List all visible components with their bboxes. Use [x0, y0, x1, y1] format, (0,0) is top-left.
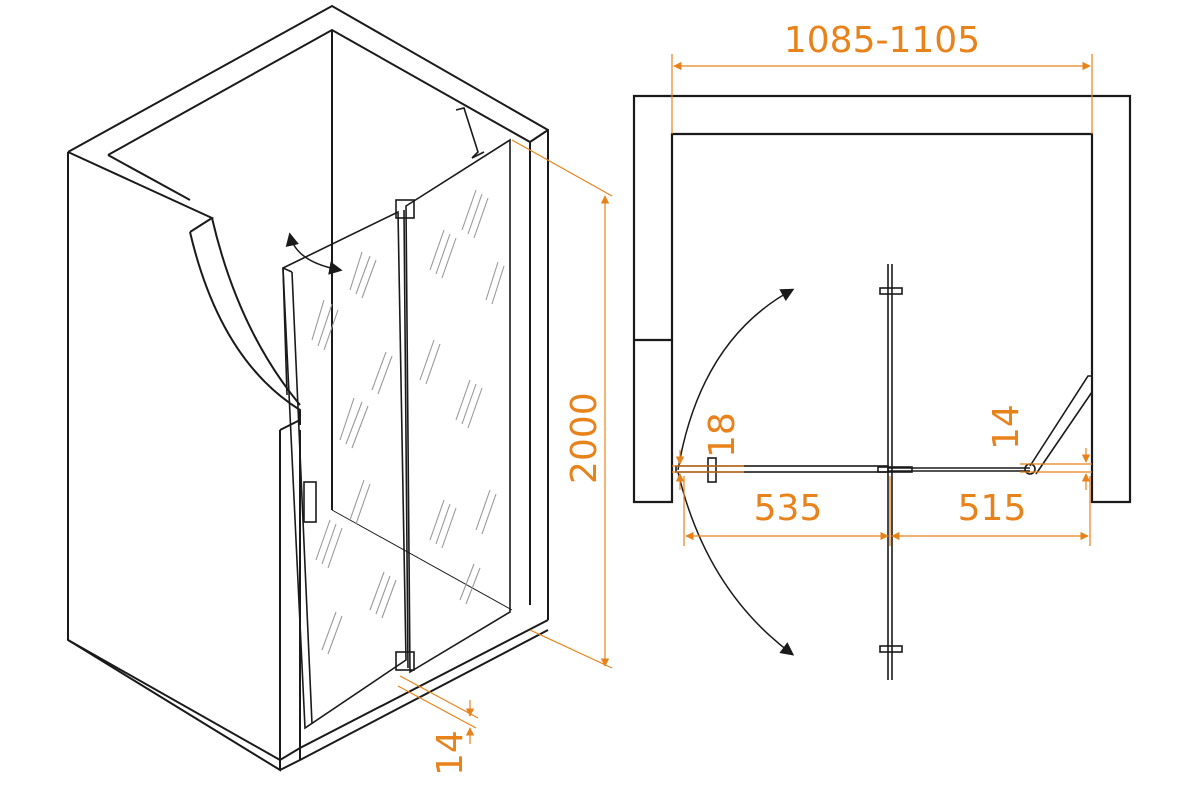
wall-block [67, 4, 549, 772]
plan-stabilizer-icon [1029, 375, 1093, 475]
profile-dimension-label: 14 [430, 730, 471, 776]
swing-door-panel[interactable] [282, 210, 407, 730]
left-gap-label: 18 [702, 412, 743, 458]
total-width-label: 1085-1105 [784, 20, 980, 61]
fixed-glass-panel [395, 107, 511, 674]
door-handle-icon[interactable] [303, 481, 317, 523]
height-dimension: 2000 [511, 139, 613, 669]
right-gap-dimension: 14 [986, 404, 1092, 490]
plan-view: 1085-1105 [632, 20, 1132, 680]
profile-dimension: 14 [397, 675, 479, 776]
bottom-width-dimensions: 535 515 [683, 476, 1091, 546]
height-dimension-label: 2000 [564, 392, 605, 484]
top-hinge-icon [395, 199, 415, 219]
plan-door-handle-icon [707, 457, 717, 483]
glass-hatching [311, 189, 505, 655]
plan-swing-arcs [677, 288, 795, 656]
plan-walls [632, 94, 1132, 504]
door-width-label: 535 [754, 488, 823, 529]
fixed-width-label: 515 [958, 488, 1027, 529]
swing-direction-arrows [285, 232, 343, 275]
isometric-view: 2000 14 [67, 4, 613, 776]
total-width-dimension: 1085-1105 [671, 20, 1093, 134]
stabilizer-bar-icon [455, 107, 479, 159]
right-gap-label: 14 [986, 404, 1027, 450]
left-gap-dimension: 18 [672, 412, 744, 490]
bottom-hinge-icon [395, 651, 415, 671]
